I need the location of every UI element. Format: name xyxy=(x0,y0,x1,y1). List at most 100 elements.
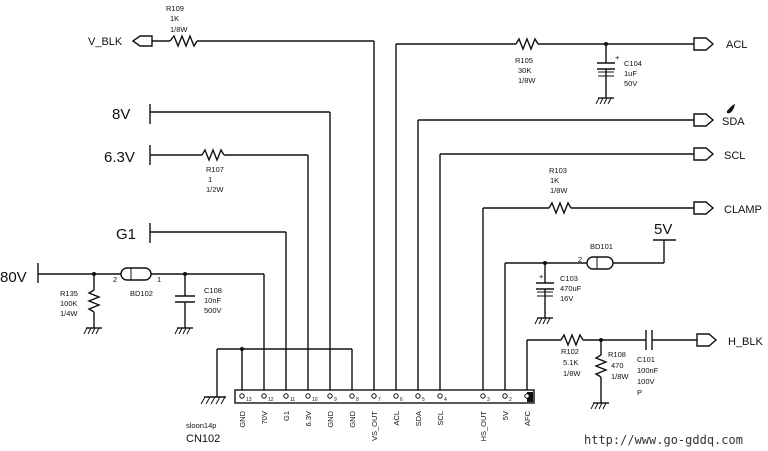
connector-pin-label: HS_OUT xyxy=(479,411,488,442)
g1-label: G1 xyxy=(116,226,136,243)
connector-pin xyxy=(502,393,508,399)
c104-ref: C104 xyxy=(624,59,642,68)
connector-pin-number: 4 xyxy=(444,397,447,403)
c108-voltage: 500V xyxy=(204,306,222,315)
r135-ground-icon xyxy=(83,327,102,335)
connector-pin-number: 10 xyxy=(312,397,318,403)
c104-ground-icon xyxy=(595,97,614,105)
c104-plus: + xyxy=(615,53,620,62)
connector-pin xyxy=(437,393,443,399)
r109-power: 1/8W xyxy=(170,25,188,34)
bd102-ref: BD102 xyxy=(130,289,153,298)
c103-value: 470uF xyxy=(560,284,582,293)
sda-arrow xyxy=(693,113,715,127)
bd101-pin2: 2 xyxy=(578,255,582,264)
sda-marker-icon xyxy=(726,104,735,114)
c108-capacitor xyxy=(175,295,195,303)
connector-pin xyxy=(415,393,421,399)
scl-label: SCL xyxy=(724,150,745,162)
bd102-pin2: 2 xyxy=(113,275,117,284)
r107-resistor xyxy=(201,148,225,162)
r107-power: 1/2W xyxy=(206,185,224,194)
v8-net: 8V xyxy=(112,104,331,390)
c108-ref: C108 xyxy=(204,286,222,295)
connector-pin-number: 11 xyxy=(290,397,295,403)
c103-ref: C103 xyxy=(560,274,578,283)
connector-pin-number: 8 xyxy=(356,397,359,403)
r102-ref: R102 xyxy=(561,347,579,356)
connector-pin-label: 5V xyxy=(501,411,510,420)
connector-pin-label: ACL xyxy=(392,411,401,426)
r103-ref: R103 xyxy=(549,166,567,175)
connector-pin xyxy=(524,393,530,399)
connector-pin xyxy=(393,393,399,399)
connector-pin-label: GND xyxy=(348,410,357,427)
c104-value: 1uF xyxy=(624,69,637,78)
bd102-pin1: 1 xyxy=(157,275,161,284)
c108-ground-icon xyxy=(174,327,193,335)
connector-pin xyxy=(305,393,311,399)
r102-value: 5.1K xyxy=(563,358,578,367)
g1-net: G1 xyxy=(116,223,287,390)
cn102-type: sloon14p xyxy=(186,421,216,430)
r135-ref: R135 xyxy=(60,289,78,298)
r105-power: 1/8W xyxy=(518,76,536,85)
r109-ref: R109 xyxy=(166,4,184,13)
c103-capacitor: + xyxy=(536,272,554,318)
vblk-arrow xyxy=(131,35,153,47)
r105-resistor xyxy=(515,37,539,51)
c104-capacitor: + xyxy=(597,53,620,98)
connector-pin xyxy=(283,393,289,399)
bd101-ref: BD101 xyxy=(590,242,613,251)
r108-ground-icon xyxy=(590,402,609,410)
connector-pin-label: SDA xyxy=(414,411,423,426)
r105-ref: R105 xyxy=(515,56,533,65)
connector-pin-label: AFC xyxy=(523,410,532,426)
vblk-net: V_BLK R109 1K 1/8W xyxy=(88,4,375,390)
c101-type: P xyxy=(637,388,642,397)
c103-ground-icon xyxy=(534,317,553,325)
r108-resistor xyxy=(594,354,608,378)
connector-pin-number: 6 xyxy=(400,397,403,403)
connector-pin-number: 12 xyxy=(268,397,274,403)
hblk-net: H_BLK R102 5.1K 1/8W R108 470 1/8W C101 … xyxy=(526,330,764,410)
r102-power: 1/8W xyxy=(563,369,581,378)
v8-label: 8V xyxy=(112,106,130,123)
c108-value: 10nF xyxy=(204,296,222,305)
connector-pin xyxy=(371,393,377,399)
connector-pin-label: 70V xyxy=(260,411,269,424)
r135-power: 1/4W xyxy=(60,309,78,318)
r103-resistor xyxy=(548,201,572,215)
acl-net: ACL R105 30K 1/8W + C104 1uF 50V xyxy=(395,37,747,390)
clamp-label: CLAMP xyxy=(724,204,762,216)
v63-label: 6.3V xyxy=(104,149,135,166)
connector-pin-label: 6.3V xyxy=(304,411,313,426)
connector-pin-label: GND xyxy=(326,410,335,427)
r135-resistor xyxy=(87,289,101,313)
website-url: http://www.go-gddq.com xyxy=(584,433,743,447)
connector-pin-number: 5 xyxy=(422,397,425,403)
sda-label: SDA xyxy=(722,116,745,128)
r103-value: 1K xyxy=(550,176,559,185)
bd101-bead xyxy=(586,256,614,270)
connector-pin-number: 13 xyxy=(246,397,252,403)
hblk-label: H_BLK xyxy=(728,336,764,348)
clamp-net: CLAMP R103 1K 1/8W xyxy=(482,166,762,390)
r105-value: 30K xyxy=(518,66,531,75)
vblk-label: V_BLK xyxy=(88,36,123,48)
connector-pin xyxy=(480,393,486,399)
r135-value: 100K xyxy=(60,299,78,308)
connector-pin-number: 2 xyxy=(509,397,512,403)
v80-label: 80V xyxy=(0,269,27,286)
v63-net: 6.3V R107 1 1/2W xyxy=(104,145,309,390)
r107-ref: R107 xyxy=(206,165,224,174)
connector-pin xyxy=(261,393,267,399)
scl-arrow xyxy=(693,147,715,161)
c101-capacitor xyxy=(645,330,653,350)
c104-voltage: 50V xyxy=(624,79,637,88)
connector-pin-number: 9 xyxy=(334,397,337,403)
r108-ref: R108 xyxy=(608,350,626,359)
connector-pin xyxy=(239,393,245,399)
r102-resistor xyxy=(560,333,584,347)
